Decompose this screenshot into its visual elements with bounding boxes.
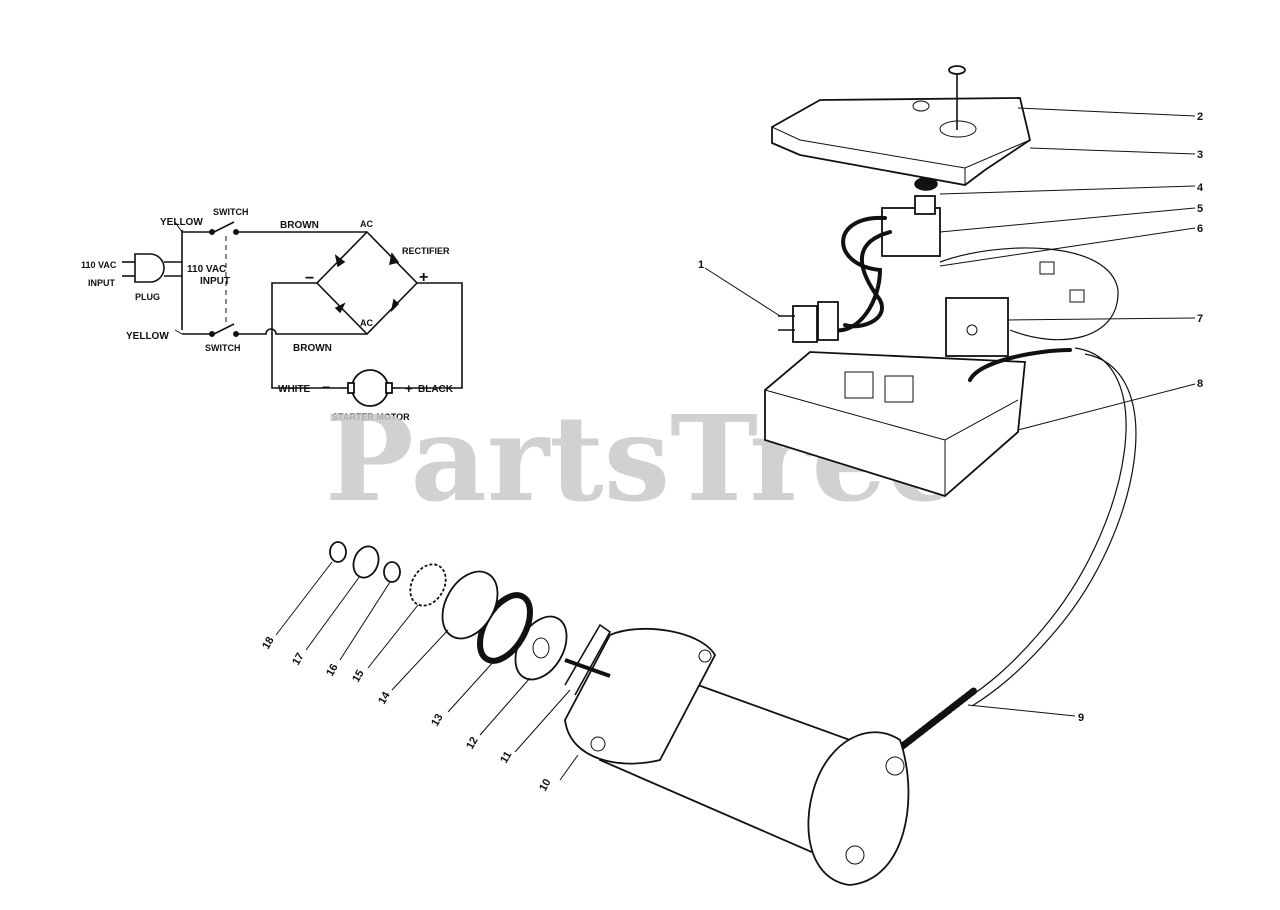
part-pinion — [409, 563, 447, 607]
control-box-assembly — [764, 65, 1137, 752]
callout-6: 6 — [1197, 223, 1203, 235]
callout-8: 8 — [1197, 378, 1203, 390]
callout-7: 7 — [1197, 313, 1203, 325]
callout-4: 4 — [1197, 182, 1204, 194]
label-vac-left-2: INPUT — [88, 278, 116, 288]
part-snap-ring — [329, 541, 347, 563]
label-yellow-top: YELLOW — [160, 217, 203, 228]
label-minus: − — [305, 270, 314, 287]
label-ac-bottom: AC — [360, 318, 373, 328]
callout-14: 14 — [376, 689, 393, 706]
callout-3: 3 — [1197, 149, 1203, 161]
starter-motor-assembly — [329, 541, 910, 886]
label-white: WHITE — [278, 384, 311, 395]
label-starter-motor: STARTER MOTOR — [332, 412, 410, 422]
part-gear — [441, 570, 499, 640]
label-switch-bottom: SWITCH — [205, 343, 241, 353]
label-plus: + — [419, 269, 428, 286]
part-retainer — [383, 561, 401, 583]
wiring-schematic: YELLOW SWITCH BROWN AC RECTIFIER 110 VAC… — [81, 207, 463, 422]
label-black: BLACK — [418, 384, 454, 395]
callout-leaders — [275, 107, 1196, 781]
callout-13: 13 — [429, 712, 446, 729]
label-vac-left-1: 110 VAC — [81, 260, 117, 270]
label-yellow-bottom: YELLOW — [126, 331, 169, 342]
callout-18: 18 — [260, 635, 277, 652]
callout-17: 17 — [290, 651, 307, 668]
callout-12: 12 — [464, 735, 481, 752]
part-clip — [564, 623, 612, 696]
label-ac-top: AC — [360, 219, 373, 229]
part-base — [764, 351, 1026, 498]
label-vac-mid-1: 110 VAC — [187, 264, 226, 275]
part-rectifier — [945, 297, 1009, 357]
part-thrust-washer — [352, 545, 380, 579]
callout-15: 15 — [350, 668, 367, 685]
callout-16: 16 — [324, 662, 341, 679]
part-nut — [914, 177, 938, 191]
label-motor-plus: + — [405, 381, 413, 396]
label-switch-top: SWITCH — [213, 207, 249, 217]
part-end-cap — [807, 731, 910, 886]
part-plug — [792, 305, 818, 343]
label-motor-minus: − — [322, 379, 330, 395]
label-brown-bottom: BROWN — [293, 343, 332, 354]
plug-symbol — [134, 253, 165, 283]
callout-11: 11 — [498, 749, 514, 765]
label-rectifier: RECTIFIER — [402, 246, 450, 256]
label-vac-mid-2: INPUT — [200, 276, 230, 287]
callout-10: 10 — [537, 777, 554, 794]
callout-5: 5 — [1197, 203, 1203, 215]
part-cover — [771, 97, 1032, 186]
callout-9: 9 — [1078, 712, 1084, 724]
label-brown-top: BROWN — [280, 220, 319, 231]
callout-2: 2 — [1197, 111, 1203, 123]
label-plug: PLUG — [135, 292, 160, 302]
callout-1: 1 — [698, 259, 704, 271]
callout-numbers: 1 2 3 4 5 6 7 8 9 10 11 12 13 14 15 16 1… — [260, 111, 1204, 794]
part-flange — [564, 627, 717, 765]
wire-harness — [830, 215, 887, 333]
